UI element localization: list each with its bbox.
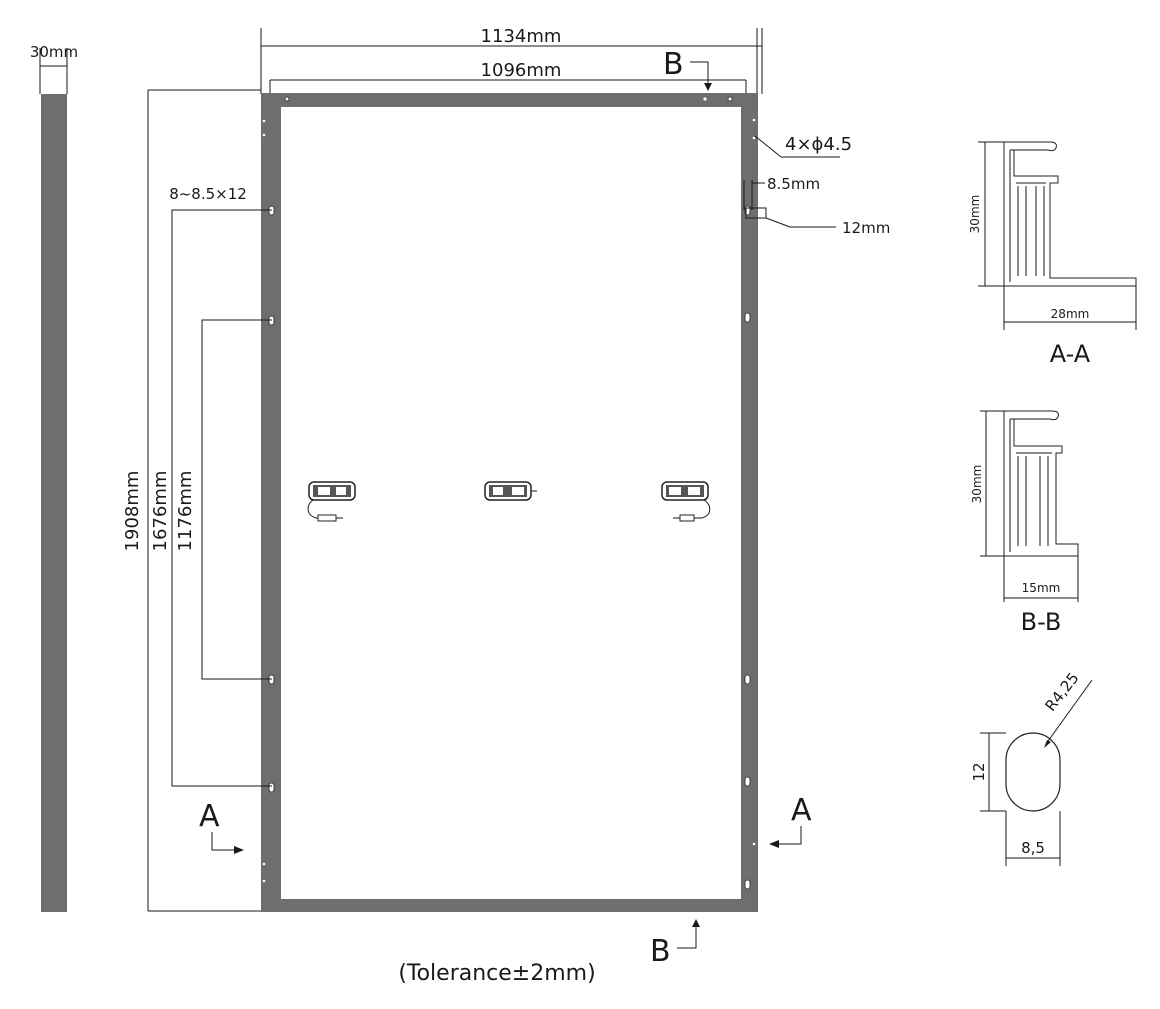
junction-boxes (307, 481, 711, 522)
slot-radius-label: R4,25 (1041, 669, 1082, 715)
ground-hole-left-1 (262, 119, 266, 123)
tolerance-note: (Tolerance±2mm) (398, 961, 595, 986)
section-markers: B B A A (199, 47, 812, 969)
right-callouts: 4×ϕ4.5 8.5mm 12mm (743, 134, 890, 237)
inner-hole-pitch-line (201, 319, 272, 680)
ground-hole-label: 4×ϕ4.5 (785, 134, 852, 155)
overall-width-label: 1134mm (481, 26, 562, 47)
hole-top-left (284, 96, 290, 102)
overall-height-label: 1908mm (122, 471, 143, 552)
ground-hole-right-1 (752, 118, 756, 122)
mount-slot-right-2 (744, 312, 751, 323)
mount-hole-spec-label: 8~8.5×12 (169, 185, 247, 203)
profile-aa-inner (1009, 149, 1046, 282)
section-marker-b-top: B (663, 47, 712, 91)
hole-top-right (727, 96, 733, 102)
junction-box-left (307, 481, 356, 522)
profile-bb-inner (1009, 418, 1052, 552)
bb-title: B-B (1021, 608, 1062, 636)
slot-detail-length-label: 12 (970, 762, 988, 781)
bb-width-label: 15mm (1022, 581, 1061, 595)
height-dimensions: 1908mm 1676mm 1176mm 8~8.5×12 (122, 185, 272, 787)
svg-text:B: B (650, 934, 671, 969)
ground-hole-left-3 (262, 862, 266, 866)
aa-width-label: 28mm (1051, 307, 1090, 321)
aa-title: A-A (1050, 340, 1091, 368)
overall-outline: 1134mm 1096mm (147, 26, 763, 912)
mount-slot-right-5 (744, 879, 751, 890)
profile-aa (1003, 141, 1137, 287)
slot-detail-width-label: 8,5 (1021, 839, 1045, 857)
mount-slot-right-3 (744, 674, 751, 685)
svg-text:B: B (663, 47, 684, 82)
slot-length-label: 12mm (842, 219, 890, 237)
section-marker-a-left: A (199, 799, 244, 854)
slot-detail: R4,25 12 8,5 (970, 669, 1093, 866)
side-profile-bar (41, 94, 67, 912)
ground-hole-right-2 (752, 136, 756, 140)
slot-width-label: 8.5mm (767, 175, 820, 193)
junction-box-center (484, 481, 537, 501)
aa-height-label: 30mm (968, 195, 982, 234)
outer-hole-pitch-label: 1676mm (150, 471, 171, 552)
outer-hole-pitch-line (171, 209, 272, 787)
section-marker-a-right: A (769, 793, 812, 848)
side-thickness-label: 30mm (30, 43, 78, 61)
panel-surface (281, 107, 741, 899)
mount-slot-right-4 (744, 776, 751, 787)
section-bb: 30mm 15mm B-B (970, 410, 1079, 636)
hole-top-b (703, 97, 707, 101)
slot-length-box (745, 207, 767, 219)
svg-text:A: A (791, 793, 812, 828)
slot-radius-arrow (1044, 740, 1051, 748)
svg-text:A: A (199, 799, 220, 834)
slot-detail-shape (1005, 732, 1061, 812)
ground-hole-left-4 (262, 879, 266, 883)
ground-hole-right-3 (752, 842, 756, 846)
panel-frame (261, 93, 758, 912)
bb-height-label: 30mm (970, 465, 984, 504)
section-marker-b-bottom: B (650, 919, 700, 969)
junction-box-right (661, 481, 711, 522)
mount-slot-left-4 (268, 782, 275, 793)
ground-hole-leader (754, 135, 782, 158)
inner-width-label: 1096mm (481, 60, 562, 81)
slot-radius-leader (1045, 679, 1093, 745)
side-profile: 30mm (30, 43, 78, 912)
slot-length-leader (765, 217, 791, 228)
ground-hole-left-2 (262, 133, 266, 137)
profile-bb (1003, 410, 1079, 557)
inner-hole-pitch-label: 1176mm (175, 471, 196, 552)
section-aa: 30mm 28mm A-A (968, 141, 1137, 368)
